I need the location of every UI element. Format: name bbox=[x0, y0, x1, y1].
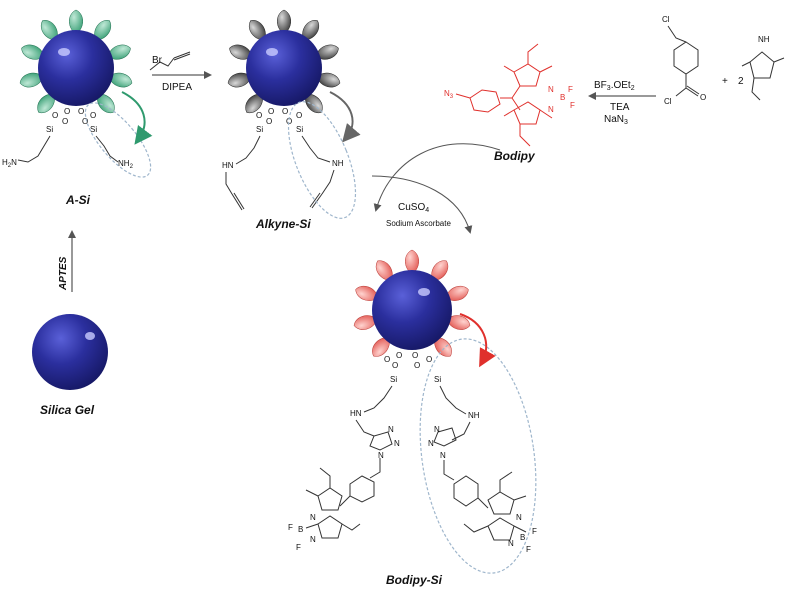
ascorbate-label: Sodium Ascorbate bbox=[386, 219, 451, 228]
alkyne-si-linkers: O O O O O O Si Si HN NH bbox=[222, 107, 344, 211]
svg-text:O: O bbox=[426, 355, 432, 364]
svg-text:Si: Si bbox=[390, 375, 397, 384]
svg-text:O: O bbox=[384, 355, 390, 364]
svg-text:F: F bbox=[288, 523, 293, 532]
svg-text:B: B bbox=[298, 525, 303, 534]
click-step-arrow bbox=[371, 175, 473, 234]
alkyne-si-ellipse bbox=[287, 101, 357, 219]
svg-text:F: F bbox=[532, 527, 537, 536]
a-si-curved-arrow bbox=[121, 91, 153, 145]
svg-text:N: N bbox=[434, 425, 440, 434]
bodipy-label: Bodipy bbox=[494, 149, 536, 163]
svg-text:N: N bbox=[388, 425, 394, 434]
svg-text:N: N bbox=[548, 85, 554, 94]
svg-text:N: N bbox=[378, 451, 384, 460]
alkyne-si-curved-arrow bbox=[329, 91, 361, 143]
cuso4-label: CuSO4 bbox=[398, 202, 429, 214]
svg-text:F: F bbox=[570, 101, 575, 110]
svg-text:TEA: TEA bbox=[610, 102, 630, 113]
svg-text:N: N bbox=[508, 539, 514, 548]
svg-text:Si: Si bbox=[90, 125, 97, 134]
svg-text:O: O bbox=[296, 111, 302, 120]
svg-text:NaN3: NaN3 bbox=[604, 114, 628, 126]
svg-text:DIPEA: DIPEA bbox=[162, 82, 192, 93]
bodipy-si-linkers: O O O O O O Si Si HN N N N N N B F F NH … bbox=[288, 351, 537, 554]
svg-text:O: O bbox=[396, 351, 402, 360]
svg-text:O: O bbox=[392, 361, 398, 370]
svg-text:O: O bbox=[82, 117, 88, 126]
step-arrow-bf3: BF3.OEt2 TEA NaN3 bbox=[588, 80, 656, 126]
bodipy-molecule: N3 N N B F F bbox=[444, 43, 575, 147]
precursor-pyrrole: NH bbox=[741, 35, 785, 101]
svg-text:Si: Si bbox=[434, 375, 441, 384]
svg-text:O: O bbox=[90, 111, 96, 120]
svg-text:BF3.OEt2: BF3.OEt2 bbox=[594, 80, 635, 92]
svg-text:N: N bbox=[310, 535, 316, 544]
svg-text:O: O bbox=[412, 351, 418, 360]
svg-text:N: N bbox=[548, 105, 554, 114]
step-arrow-aptes: APTES bbox=[58, 230, 76, 292]
bodipy-si-ellipse bbox=[419, 338, 537, 574]
svg-text:F: F bbox=[296, 543, 301, 552]
svg-text:NH: NH bbox=[758, 35, 770, 44]
bodipy-to-click-arrow bbox=[373, 143, 501, 212]
svg-text:O: O bbox=[282, 107, 288, 116]
svg-text:F: F bbox=[568, 85, 573, 94]
svg-text:HN: HN bbox=[222, 161, 234, 170]
alkyne-si-particle bbox=[225, 9, 343, 118]
svg-text:N: N bbox=[394, 439, 400, 448]
svg-text:B: B bbox=[520, 533, 525, 542]
svg-text:Br: Br bbox=[152, 55, 163, 66]
silica-gel-particle bbox=[32, 314, 108, 390]
svg-text:F: F bbox=[526, 545, 531, 554]
svg-text:N: N bbox=[516, 513, 522, 522]
svg-text:Si: Si bbox=[256, 125, 263, 134]
bodipy-si-particle bbox=[351, 249, 473, 361]
svg-text:Si: Si bbox=[46, 125, 53, 134]
svg-text:O: O bbox=[268, 107, 274, 116]
svg-text:APTES: APTES bbox=[58, 256, 69, 291]
svg-text:Si: Si bbox=[296, 125, 303, 134]
svg-text:NH2: NH2 bbox=[118, 159, 134, 170]
svg-text:Cl: Cl bbox=[664, 97, 672, 106]
svg-text:N: N bbox=[440, 451, 446, 460]
svg-text:N3: N3 bbox=[444, 89, 454, 100]
svg-text:O: O bbox=[700, 93, 706, 102]
svg-text:O: O bbox=[414, 361, 420, 370]
svg-text:Cl: Cl bbox=[662, 15, 670, 24]
bodipy-si-curved-arrow bbox=[459, 313, 496, 368]
svg-text:NH: NH bbox=[332, 159, 344, 168]
svg-text:O: O bbox=[64, 107, 70, 116]
plus-sign: + bbox=[722, 76, 728, 87]
equiv-two: 2 bbox=[738, 76, 744, 87]
bodipy-si-label: Bodipy-Si bbox=[386, 573, 443, 587]
svg-text:O: O bbox=[78, 107, 84, 116]
alkyne-si-label: Alkyne-Si bbox=[255, 217, 311, 231]
silica-gel-label: Silica Gel bbox=[40, 403, 95, 417]
svg-text:N: N bbox=[428, 439, 434, 448]
svg-text:NH: NH bbox=[468, 411, 480, 420]
a-si-ellipse bbox=[84, 102, 152, 178]
svg-text:B: B bbox=[560, 93, 565, 102]
precursor-acid-chloride: Cl O Cl bbox=[662, 15, 706, 106]
svg-text:O: O bbox=[52, 111, 58, 120]
svg-text:O: O bbox=[62, 117, 68, 126]
svg-text:O: O bbox=[266, 117, 272, 126]
svg-text:N: N bbox=[310, 513, 316, 522]
step-arrow-dipea: Br DIPEA bbox=[149, 51, 212, 93]
svg-text:HN: HN bbox=[350, 409, 362, 418]
a-si-particle bbox=[17, 9, 135, 118]
a-si-linkers: O O O O O O Si Si H2N NH2 bbox=[2, 107, 134, 170]
a-si-label: A-Si bbox=[65, 193, 91, 207]
svg-text:O: O bbox=[286, 117, 292, 126]
svg-text:O: O bbox=[256, 111, 262, 120]
svg-text:H2N: H2N bbox=[2, 158, 17, 169]
